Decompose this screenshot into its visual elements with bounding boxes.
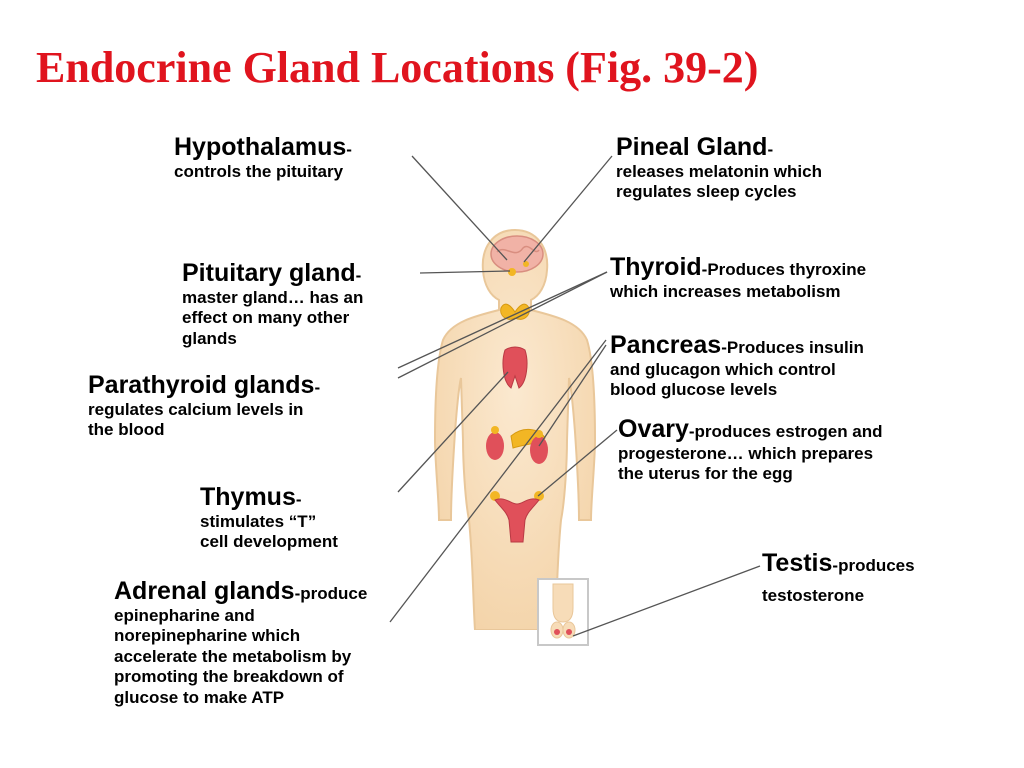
slide-title: Endocrine Gland Locations (Fig. 39-2): [36, 43, 759, 92]
parathyroid-description-line-2: the blood: [88, 420, 165, 440]
testis-leader: [572, 565, 761, 637]
pancreas-inline-text: -Produces insulin: [721, 338, 864, 357]
thymus-description-line-2: cell development: [200, 532, 338, 552]
pineal-label: Pineal Gland- releases melatonin which r…: [616, 132, 822, 203]
ovary-inline-text: -produces estrogen and: [688, 422, 883, 441]
pituitary-shape: [508, 268, 516, 276]
pineal-leader: [523, 155, 613, 263]
pituitary-dash: -: [355, 266, 362, 285]
hypothalamus-dash: -: [346, 140, 352, 159]
left-kidney-shape: [486, 432, 504, 460]
testis-inset: [537, 578, 589, 646]
pineal-heading: Pineal Gland: [616, 133, 768, 161]
adrenal-description-line-1: epinepharine and: [114, 606, 255, 625]
thymus-label: Thymus- stimulates “T” cell development: [200, 482, 338, 553]
thyroid-leader-1: [397, 271, 608, 369]
hypothalamus-leader: [411, 155, 508, 261]
thymus-heading: Thymus: [200, 483, 296, 511]
thyroid-description: which increases metabolism: [610, 282, 841, 301]
ovary-label: Ovary-produces estrogen and progesterone…: [618, 414, 883, 485]
pineal-shape: [523, 261, 529, 267]
right-kidney-shape: [530, 436, 548, 464]
body-silhouette: [433, 228, 597, 630]
pancreas-description-line-2: blood glucose levels: [610, 380, 778, 400]
thymus-dash: -: [295, 490, 302, 509]
parathyroid-description-line-1: regulates calcium levels in: [88, 400, 304, 419]
parathyroid-heading: Parathyroid glands: [88, 371, 315, 399]
pituitary-description-line-3: glands: [182, 328, 237, 348]
left-adrenal-shape: [491, 426, 499, 434]
pancreas-description-line-1: and glucagon which control: [610, 360, 836, 379]
ovary-description-line-1: progesterone… which prepares: [618, 444, 874, 463]
ovary-heading: Ovary: [618, 415, 689, 443]
human-body-illustration: [433, 228, 597, 630]
adrenal-leader: [389, 339, 607, 623]
pituitary-label: Pituitary gland- master gland… has an ef…: [182, 258, 363, 349]
adrenal-description-line-3: accelerate the metabolism by: [114, 646, 352, 666]
thyroid-heading: Thyroid: [610, 253, 702, 281]
pancreas-leader: [538, 344, 607, 447]
testis-label: Testis-produces testosterone: [762, 548, 915, 606]
adrenal-label: Adrenal glands-produce epinepharine and …: [114, 576, 367, 708]
adrenal-heading: Adrenal glands: [114, 577, 295, 605]
pancreas-heading: Pancreas: [610, 331, 722, 359]
thyroid-inline-text: -Produces thyroxine: [701, 260, 867, 279]
pituitary-description-line-1: master gland… has an: [182, 288, 364, 307]
adrenal-description-line-4: promoting the breakdown of: [114, 667, 344, 687]
thyroid-leader-2: [397, 271, 608, 379]
left-ovary-shape: [490, 491, 500, 501]
ovary-leader: [537, 429, 618, 497]
thymus-shape: [502, 346, 528, 389]
testis-heading: Testis: [762, 549, 833, 577]
pineal-dash: -: [767, 140, 774, 159]
hypothalamus-label: Hypothalamus- controls the pituitary: [174, 132, 352, 182]
ovary-description-line-2: the uterus for the egg: [618, 464, 793, 484]
uterus-shape: [494, 498, 540, 543]
pineal-description-line-1: releases melatonin which: [616, 162, 822, 181]
adrenal-description-line-2: norepinepharine which: [114, 626, 301, 646]
thymus-leader: [397, 371, 509, 493]
thymus-description-line-1: stimulates “T”: [200, 512, 317, 531]
adrenal-inline-text: -produce: [294, 584, 368, 603]
pineal-description-line-2: regulates sleep cycles: [616, 182, 797, 202]
hypothalamus-heading: Hypothalamus: [174, 133, 347, 161]
hypothalamus-description: controls the pituitary: [174, 162, 344, 181]
testis-inline-text: -produces: [832, 556, 915, 575]
pancreas-label: Pancreas-Produces insulin and glucagon w…: [610, 330, 864, 401]
parathyroid-dash: -: [314, 378, 321, 397]
brain-shape: [490, 235, 544, 273]
thyroid-label: Thyroid-Produces thyroxine which increas…: [610, 252, 866, 302]
pituitary-heading: Pituitary gland: [182, 259, 356, 287]
right-adrenal-shape: [535, 430, 543, 438]
parathyroid-label: Parathyroid glands- regulates calcium le…: [88, 370, 320, 441]
adrenal-description-line-5: glucose to make ATP: [114, 687, 285, 707]
pituitary-description-line-2: effect on many other: [182, 308, 350, 328]
testis-description: testosterone: [762, 586, 865, 605]
pituitary-leader: [419, 270, 511, 274]
